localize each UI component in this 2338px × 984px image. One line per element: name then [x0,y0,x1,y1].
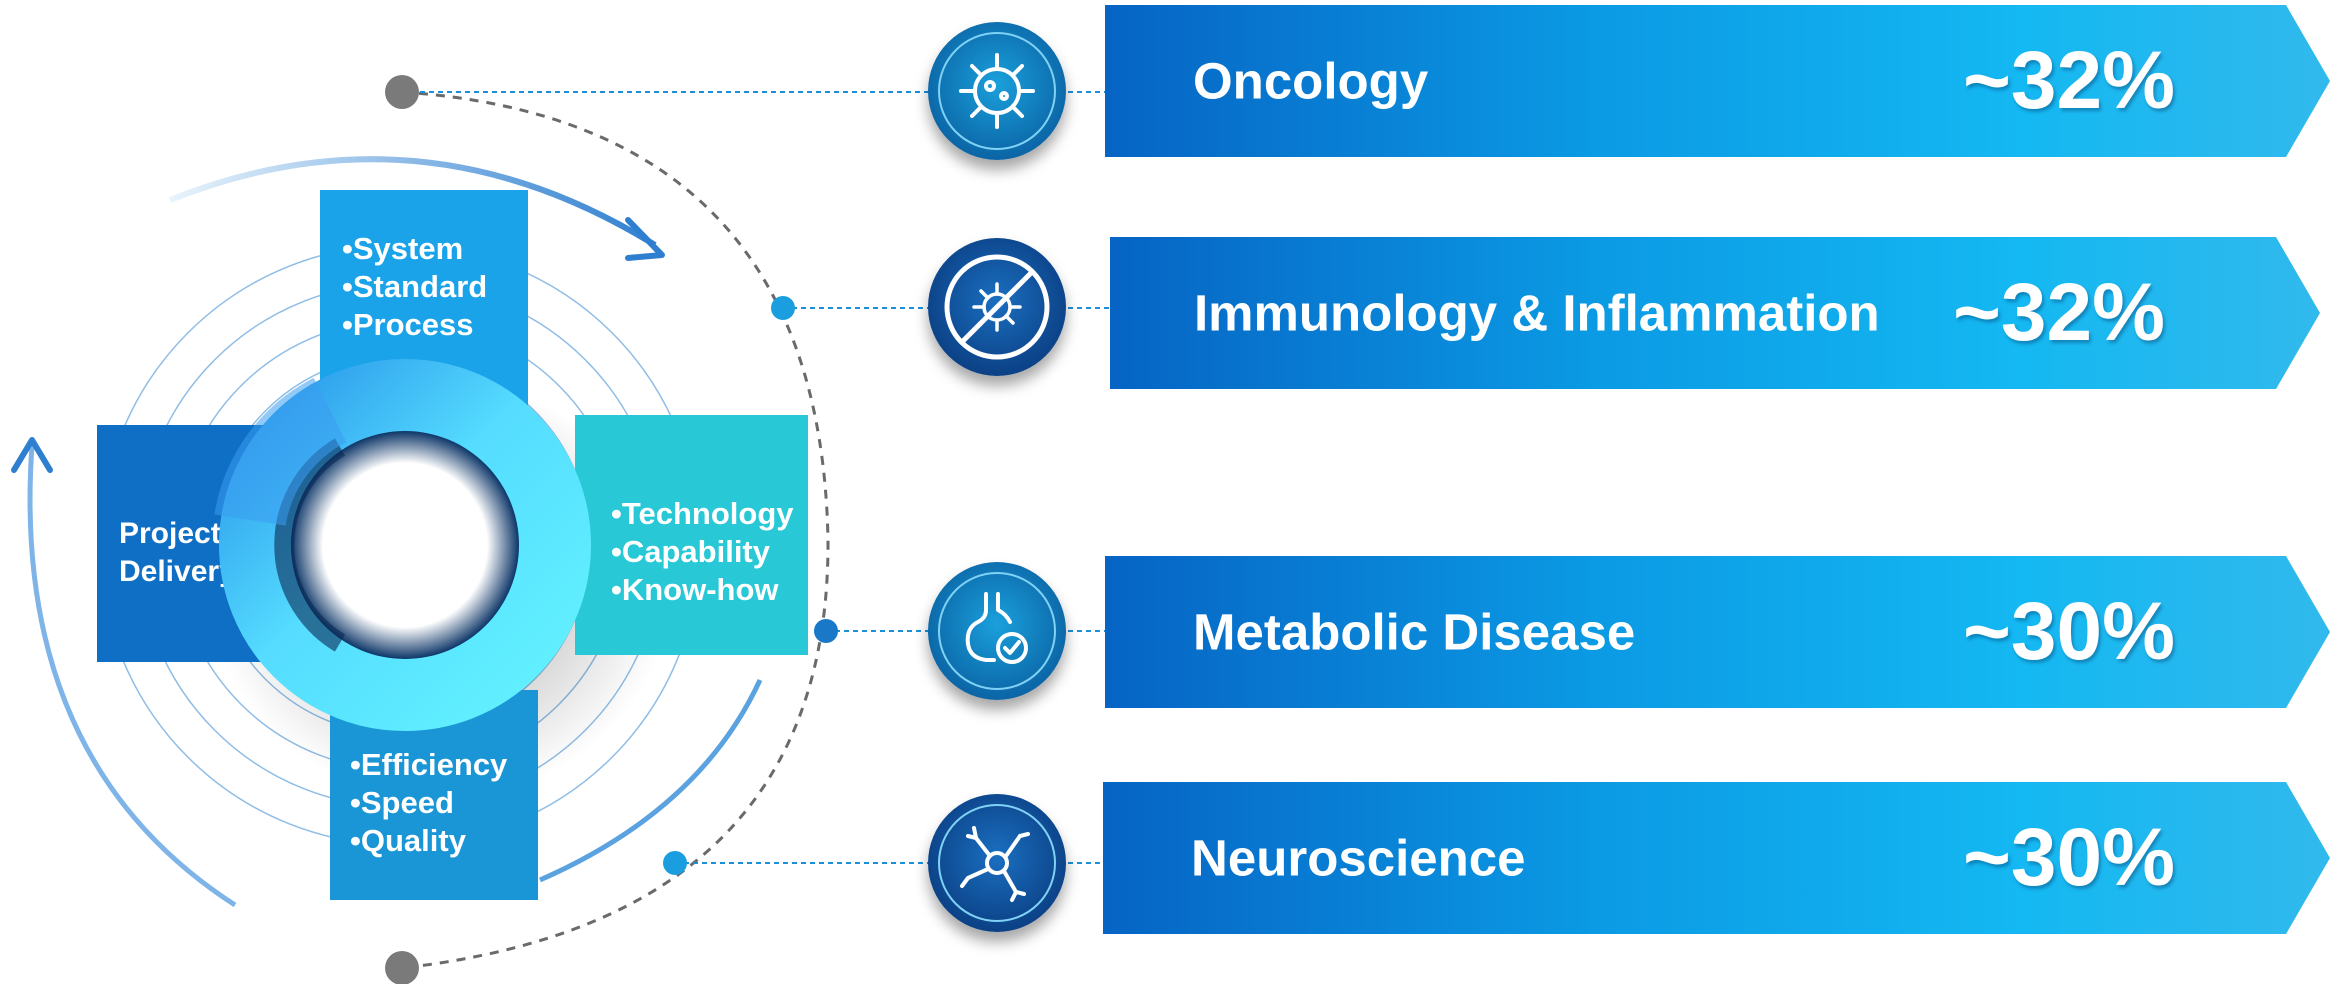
area-label: Neuroscience [1191,829,1526,887]
bottom-item: •Efficiency [350,747,508,782]
bar-metabolic: Metabolic Disease ~30% [1105,556,2330,708]
top-item: •System [342,231,464,266]
area-value: ~32% [1962,35,2175,126]
top-item: •Standard [342,269,488,304]
stomach-icon [928,562,1066,700]
area-label: Oncology [1193,52,1429,110]
left-item: Delivery [119,555,236,588]
neuron-icon [928,794,1066,932]
connector-dot [663,851,687,875]
left-arc-arrow [27,444,237,908]
area-label: Immunology & Inflammation [1194,284,1880,342]
box-efficiency-speed-quality: •Efficiency •Speed •Quality [330,690,538,900]
box-technology-capability: •Technology •Capability •Know-how [575,415,808,655]
right-item: •Capability [611,534,770,569]
top-arc-arrow [168,156,657,248]
connector-dot [385,951,419,984]
bottom-arc [538,678,763,883]
connectors [402,91,1110,864]
connector-dot [385,75,419,109]
bar-immunology: Immunology & Inflammation ~32% [1110,237,2320,389]
bar-oncology: Oncology ~32% [1105,5,2330,157]
virus-icon [928,22,1066,160]
connector-dot [814,619,838,643]
left-arrowhead-icon [11,437,53,473]
box-project-delivery: Project Delivery [97,425,327,662]
bottom-item: •Quality [350,823,466,858]
area-value: ~30% [1962,812,2175,903]
area-label: Metabolic Disease [1193,603,1636,661]
connector-dot [771,296,795,320]
area-value: ~30% [1962,586,2175,677]
top-item: •Process [342,307,474,342]
top-arrowhead-icon [625,217,665,261]
box-system-standard-process: •System •Standard •Process [320,190,528,422]
left-item: Project [119,517,221,550]
no-virus-icon [928,238,1066,376]
bottom-item: •Speed [350,785,454,820]
bar-neuroscience: Neuroscience ~30% [1103,782,2330,934]
right-item: •Know-how [611,572,779,607]
area-value: ~32% [1952,267,2165,358]
right-item: •Technology [611,496,794,531]
